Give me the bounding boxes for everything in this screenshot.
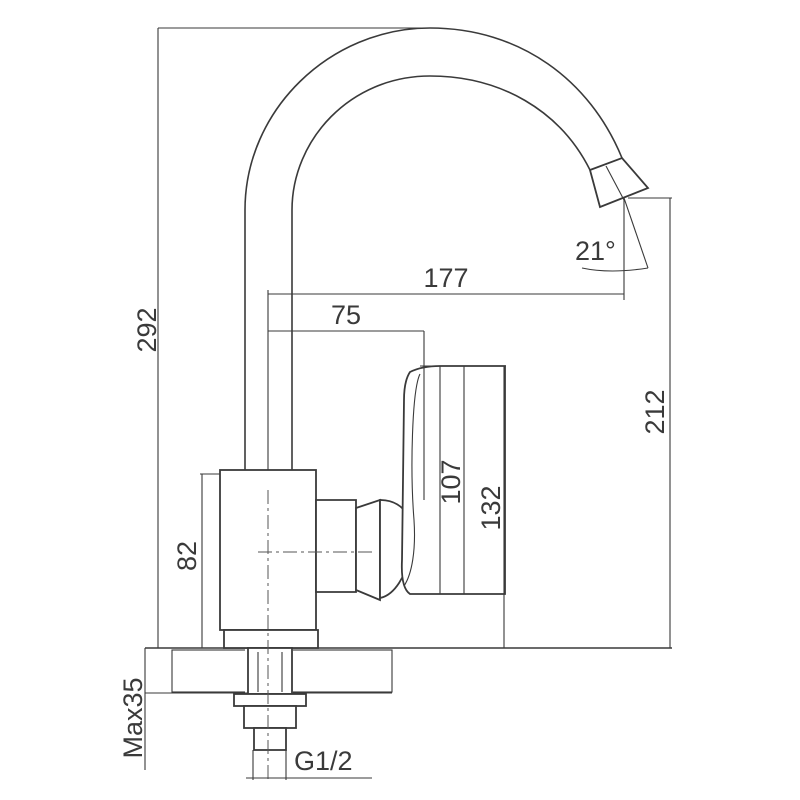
- dimension-g12: G1/2: [246, 746, 372, 780]
- dimension-angle: 21°: [575, 197, 649, 300]
- dim-handle-reach: 75: [331, 300, 361, 330]
- faucet-body: [219, 469, 381, 649]
- dimension-75: 75: [268, 300, 425, 500]
- dim-deck-thickness: Max35: [118, 677, 148, 758]
- dimension-132: 132: [420, 365, 506, 648]
- dim-outlet-angle: 21°: [575, 236, 616, 266]
- dim-lever-height: 132: [476, 485, 506, 530]
- dim-spout-reach: 177: [423, 263, 468, 293]
- dim-thread-size: G1/2: [294, 746, 353, 776]
- dimension-212: 212: [628, 197, 672, 648]
- centerlines: [258, 490, 372, 780]
- dimension-292: 292: [132, 27, 430, 648]
- mounting-shank: [233, 647, 307, 751]
- dim-outlet-height: 212: [640, 389, 670, 434]
- countertop-section: [145, 647, 672, 694]
- dimension-107: 107: [436, 366, 466, 594]
- dim-handle-height: 107: [436, 459, 466, 504]
- dim-overall-height: 292: [132, 307, 162, 352]
- lever-handle: [379, 365, 506, 600]
- dim-body-height: 82: [172, 541, 202, 571]
- dimension-max35: Max35: [118, 648, 148, 770]
- dimension-82: 82: [172, 473, 220, 648]
- dimension-177: 177: [267, 263, 624, 470]
